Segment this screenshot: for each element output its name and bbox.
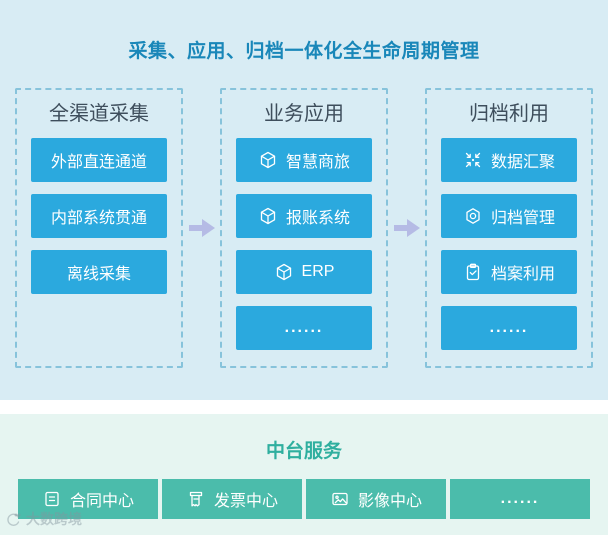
chip-reimbursement-system: 报账系统 (236, 194, 372, 238)
chip-label: 智慧商旅 (285, 154, 350, 171)
chip-offline-collection: 离线采集 (31, 250, 167, 294)
chip-archive-utilization: 档案利用 (441, 250, 577, 294)
column-omni-collection: 全渠道采集 外部直连通道 内部系统贯通 离线采集 (15, 88, 183, 368)
cube-icon (274, 262, 294, 282)
chip-label: ...... (500, 490, 540, 507)
chip-archive-management: 归档管理 (441, 194, 577, 238)
chip-ellipsis: ...... (236, 306, 372, 350)
chip-label: ERP (301, 263, 335, 280)
chip-ellipsis: ...... (441, 306, 577, 350)
chip-erp: ERP (236, 250, 372, 294)
column-business-apps: 业务应用 智慧商旅 (220, 88, 388, 368)
section-divider (0, 400, 608, 414)
image-icon (330, 489, 350, 509)
watermark-logo-icon (6, 512, 22, 527)
flow-gap (183, 88, 220, 368)
column-header: 业务应用 (264, 103, 344, 125)
chip-label: 外部直连通道 (50, 154, 147, 171)
right-arrow-icon (392, 216, 422, 240)
chip-data-aggregation: 数据汇聚 (441, 138, 577, 182)
column-header: 归档利用 (469, 103, 549, 125)
chip-internal-system: 内部系统贯通 (31, 194, 167, 238)
converge-icon (463, 150, 483, 170)
chip-external-channel: 外部直连通道 (31, 138, 167, 182)
section-title: 中台服务 (265, 441, 342, 462)
contract-icon (42, 489, 62, 509)
chip-label: 数据汇聚 (490, 154, 555, 171)
chip-contract-center: 合同中心 (18, 479, 158, 519)
chip-label: 影像中心 (357, 493, 422, 510)
chip-image-center: 影像中心 (306, 479, 446, 519)
chip-label: ...... (489, 319, 529, 336)
column-header: 全渠道采集 (49, 103, 149, 125)
clipboard-check-icon (463, 262, 483, 282)
page-title: 采集、应用、归档一体化全生命周期管理 (128, 41, 480, 62)
column-archive-use: 归档利用 数据汇聚 (425, 88, 593, 368)
watermark: 大数跨境 (6, 509, 82, 529)
chip-ellipsis: ...... (450, 479, 590, 519)
chip-invoice-center: 发票中心 (162, 479, 302, 519)
chip-label: 离线采集 (66, 266, 131, 283)
chip-label: ...... (284, 319, 324, 336)
chip-label: 发票中心 (213, 493, 278, 510)
chip-label: 档案利用 (490, 266, 555, 283)
target-icon (463, 206, 483, 226)
services-row: 合同中心 发票中心 (18, 479, 590, 519)
cube-icon (258, 206, 278, 226)
columns-row: 全渠道采集 外部直连通道 内部系统贯通 离线采集 (15, 88, 593, 368)
watermark-text: 大数跨境 (26, 511, 82, 527)
cube-icon (258, 150, 278, 170)
right-arrow-icon (187, 216, 217, 240)
chip-label: 报账系统 (285, 210, 350, 227)
flow-gap (388, 88, 425, 368)
chip-label: 内部系统贯通 (50, 210, 147, 227)
chip-label: 合同中心 (69, 493, 134, 510)
receipt-icon (186, 489, 206, 509)
middle-platform-section: 中台服务 合同中心 发 (0, 414, 608, 535)
chip-label: 归档管理 (490, 210, 555, 227)
chip-smart-travel: 智慧商旅 (236, 138, 372, 182)
lifecycle-section: 采集、应用、归档一体化全生命周期管理 全渠道采集 外部直连通道 内部系统贯通 离… (15, 41, 593, 368)
